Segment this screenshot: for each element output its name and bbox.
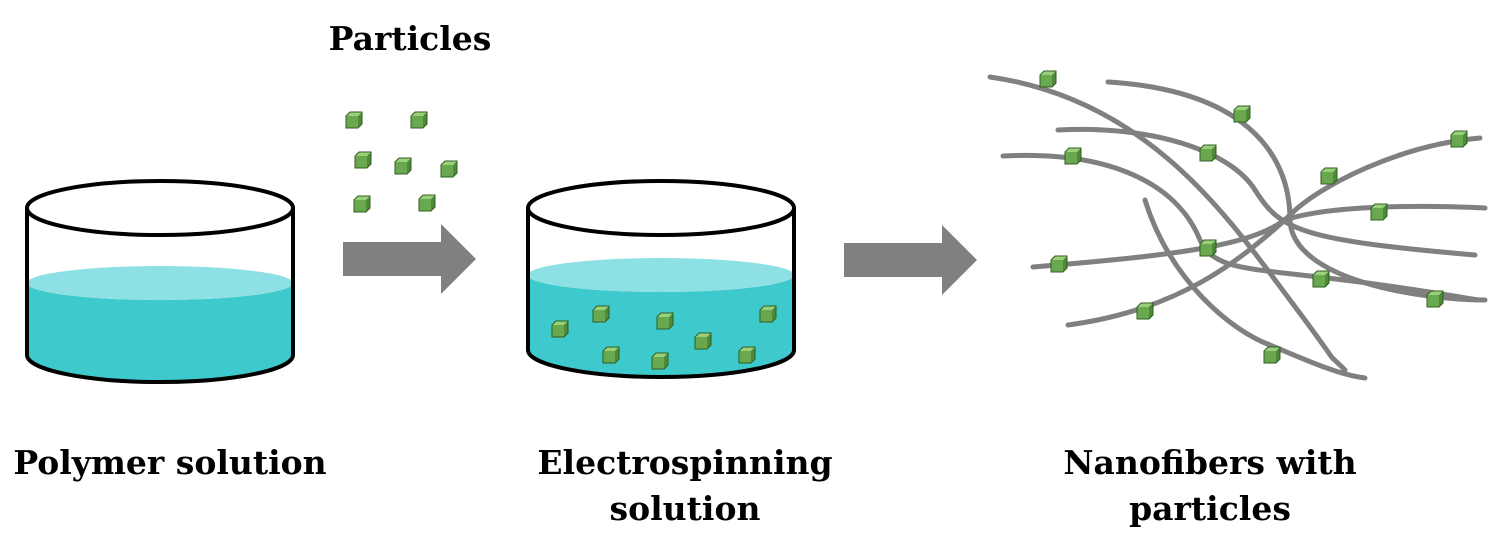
nanofibers-label-line1: Nanofibers with (1063, 443, 1357, 482)
cube-icon (1199, 144, 1217, 162)
cube-icon (345, 111, 363, 129)
cube-icon (694, 332, 712, 350)
polymer-solution-beaker (25, 179, 295, 384)
cube-icon (1320, 167, 1338, 185)
cube-icon (656, 312, 674, 330)
beaker-liquid (27, 283, 293, 382)
beaker-wall (25, 208, 295, 384)
cube-icon (602, 346, 620, 364)
electrospinning-label-line1: Electrospinning (537, 443, 833, 482)
cube-icon (592, 305, 610, 323)
cube-icon (1039, 70, 1057, 88)
cube-icon (354, 151, 372, 169)
cube-icon (1233, 105, 1251, 123)
cube-icon (1050, 255, 1068, 273)
nanofibers-label: Nanofibers with particles (1030, 440, 1390, 532)
polymer-solution-label: Polymer solution (0, 440, 340, 486)
beaker-rim (25, 179, 295, 237)
nanofiber-network (987, 74, 1488, 381)
particles-label: Particles (300, 16, 520, 62)
particles-label-text: Particles (328, 19, 492, 58)
fiber-strand (1000, 152, 1481, 303)
loose-particles (345, 111, 458, 213)
right-arrow-icon (844, 225, 977, 295)
fiber-strand (1142, 197, 1368, 381)
cube-icon (651, 352, 669, 370)
electrospinning-label-line2: solution (609, 489, 761, 528)
cube-icon (1263, 346, 1281, 364)
cube-icon (410, 111, 428, 129)
right-arrow-icon (343, 224, 476, 294)
liquid-surface (528, 258, 794, 292)
cube-icon (1199, 239, 1217, 257)
cube-icon (1136, 302, 1154, 320)
fiber-strand (1030, 135, 1483, 270)
cube-icon (1426, 290, 1444, 308)
electrospinning-solution-label: Electrospinning solution (510, 440, 860, 532)
beaker-rim (526, 179, 796, 237)
electrospinning-solution-beaker (526, 179, 796, 379)
cube-icon (353, 195, 371, 213)
liquid-surface (27, 266, 293, 300)
cube-icon (394, 157, 412, 175)
cube-icon (759, 305, 777, 323)
beaker-wall (526, 208, 796, 379)
polymer-solution-label-text: Polymer solution (13, 443, 327, 482)
cube-icon (551, 320, 569, 338)
cube-icon (1370, 203, 1388, 221)
cube-icon (1450, 130, 1468, 148)
nanofibers-label-line2: particles (1129, 489, 1291, 528)
cube-icon (1064, 147, 1082, 165)
fiber-strand (1055, 126, 1478, 258)
fiber-strand (1065, 203, 1488, 328)
cube-icon (418, 194, 436, 212)
cube-icon (1312, 270, 1330, 288)
cube-icon (738, 346, 756, 364)
cube-icon (440, 160, 458, 178)
